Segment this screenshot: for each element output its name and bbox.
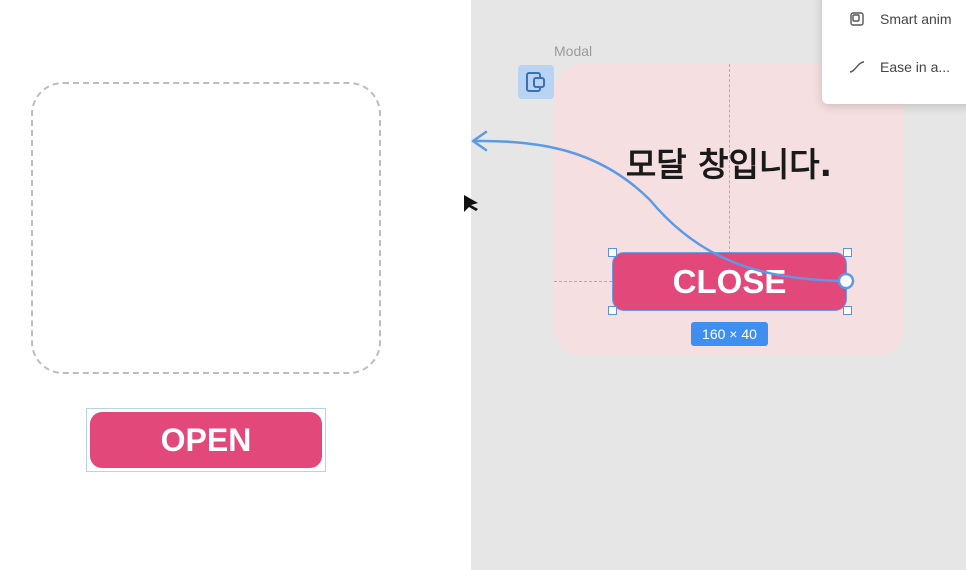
open-button[interactable]: OPEN (90, 412, 322, 468)
smart-animate-option[interactable]: Smart anim (848, 10, 952, 28)
resize-handle-bottom-left[interactable] (608, 306, 617, 315)
smart-animate-label: Smart anim (880, 11, 952, 27)
resize-handle-bottom-right[interactable] (843, 306, 852, 315)
open-screen-frame: OPEN (0, 0, 471, 570)
horizontal-guide (554, 281, 612, 282)
close-button[interactable]: CLOSE (612, 252, 847, 311)
smart-animate-icon (848, 10, 866, 28)
ease-curve-icon (848, 58, 866, 76)
size-badge: 160 × 40 (691, 322, 768, 346)
easing-option[interactable]: Ease in a... (848, 58, 950, 76)
resize-handle-top-left[interactable] (608, 248, 617, 257)
modal-placeholder (31, 82, 381, 374)
frame-label[interactable]: Modal (554, 43, 593, 59)
modal-title-text: 모달 창입니다. (625, 145, 833, 184)
open-button-selection[interactable]: OPEN (86, 408, 326, 472)
easing-label: Ease in a... (880, 59, 951, 75)
frame-icon[interactable] (518, 65, 554, 99)
resize-handle-top-right[interactable] (843, 248, 852, 257)
interaction-details-panel: Smart anim Ease in a... (822, 0, 966, 104)
